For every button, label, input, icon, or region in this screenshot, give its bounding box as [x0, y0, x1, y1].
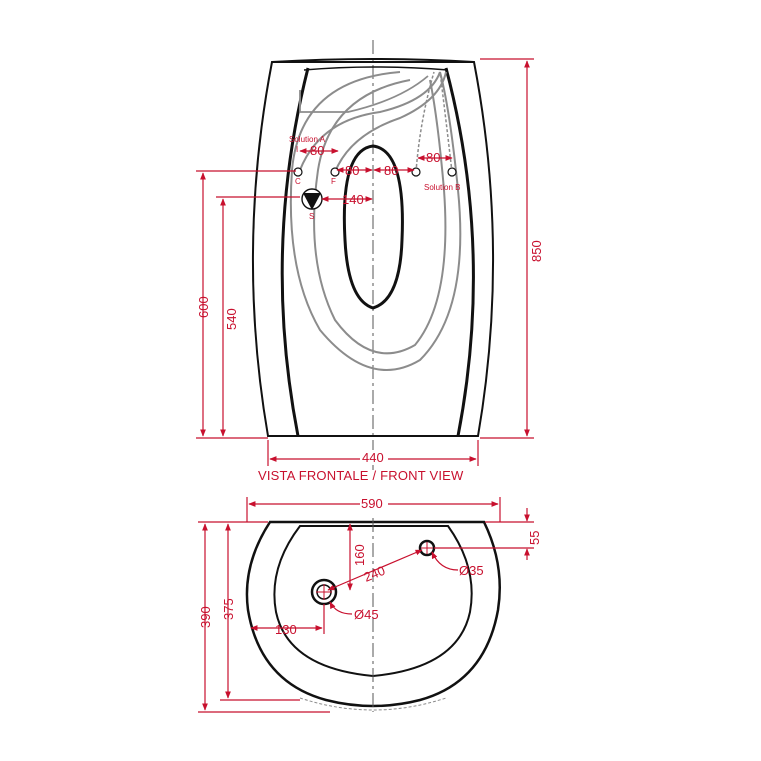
label-i-mark: I — [296, 145, 298, 154]
front-hidden-pipe-2 — [334, 71, 447, 173]
cold-water-point — [330, 167, 340, 177]
dim-spacing-left: 80 — [345, 163, 359, 178]
dim-spacing-a: 80 — [310, 143, 324, 158]
front-hidden-bowl-inner — [313, 79, 447, 355]
dim-base-width-440: 440 — [362, 450, 384, 465]
front-hidden-bowl-outer — [289, 71, 462, 371]
drain-hole-icon — [310, 578, 338, 606]
front-hidden-spout — [299, 75, 429, 113]
dim-spacing-right: 80 — [384, 163, 398, 178]
front-hidden-pipe-1 — [299, 71, 441, 171]
top-front-edge — [299, 697, 447, 711]
top-outer-shape — [245, 520, 501, 708]
leader-35 — [431, 551, 459, 571]
solution-b-left-point — [411, 167, 421, 177]
front-top-rim-inner — [303, 66, 449, 71]
dim-offset-160: 160 — [352, 544, 367, 566]
dim-depth-375: 375 — [221, 598, 236, 620]
dim-height-850: 850 — [529, 240, 544, 262]
dim-offset-130: 130 — [275, 622, 297, 637]
front-hidden-pipe-3 — [415, 71, 435, 173]
label-solution-b: Solution B — [424, 183, 460, 192]
dim-line-240 — [327, 549, 423, 591]
dim-offset-55: 55 — [527, 531, 542, 545]
front-basin-opening — [342, 144, 404, 310]
leader-45 — [329, 601, 353, 615]
label-hot: C — [295, 177, 301, 186]
front-inner-left-wall — [280, 67, 310, 437]
label-waste: S — [309, 212, 314, 221]
hot-water-point — [293, 167, 303, 177]
solution-b-right-point — [447, 167, 457, 177]
dim-hole-35: Ø35 — [459, 563, 484, 578]
front-outer-body — [251, 61, 495, 437]
front-view: C F S I Solution A Solution B 80 80 80 8… — [196, 40, 544, 483]
waste-outlet-icon — [301, 188, 323, 210]
label-cold: F — [331, 177, 336, 186]
top-view: 590 390 375 55 160 240 130 Ø35 Ø45 — [198, 495, 542, 713]
front-view-label: VISTA FRONTALE / FRONT VIEW — [258, 468, 464, 483]
label-solution-a: Solution A — [289, 135, 326, 144]
dim-hole-45: Ø45 — [354, 607, 379, 622]
dim-height-600: 600 — [196, 296, 211, 318]
front-inner-right-wall — [444, 67, 475, 437]
dim-spacing-b: 80 — [426, 150, 440, 165]
front-hidden-pipe-4 — [439, 71, 453, 173]
dim-depth-390: 390 — [198, 606, 213, 628]
dim-waste-offset: 140 — [342, 192, 364, 207]
front-top-rim — [271, 58, 475, 63]
dim-width-590: 590 — [361, 496, 383, 511]
dim-height-540: 540 — [224, 308, 239, 330]
